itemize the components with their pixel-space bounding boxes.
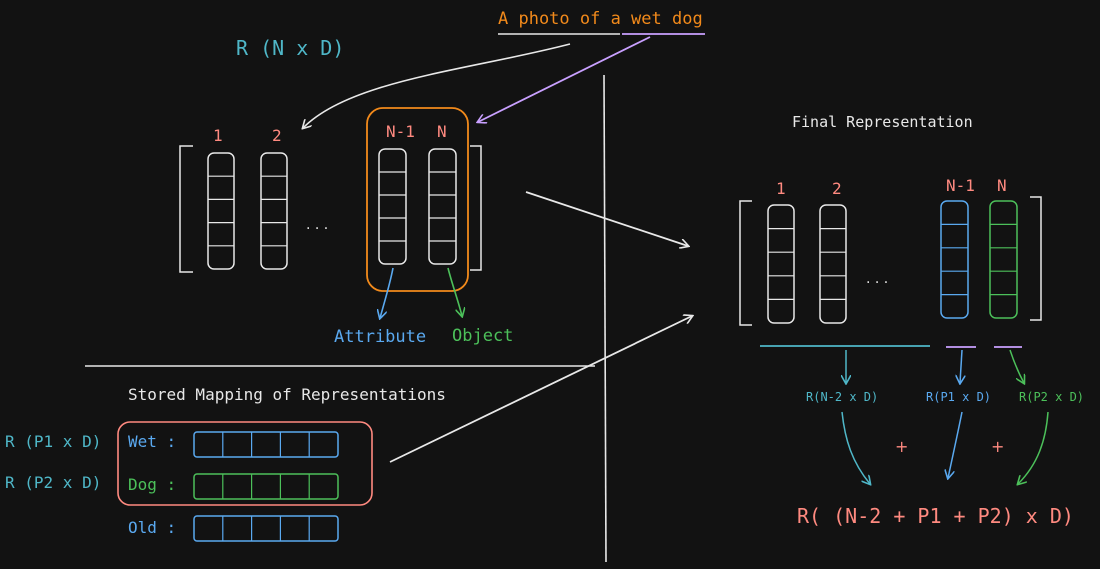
input-column-n-1 [378, 148, 407, 265]
part-label-2: R(P1 x D) [926, 390, 991, 404]
final-col-label-n: N [997, 176, 1007, 195]
final-col-label-n-1: N-1 [946, 176, 975, 195]
vertical-divider [603, 74, 607, 563]
final-column-1 [767, 204, 795, 324]
prompt-to-matrix-arrow [303, 43, 571, 128]
input-col-label-n-1: N-1 [386, 122, 415, 141]
part-label-1: R(N-2 x D) [806, 390, 878, 404]
arrow-part-1-to-formula [841, 411, 870, 484]
mapping-repr-p1: R (P1 x D) [5, 432, 101, 451]
final-column-n [989, 200, 1018, 319]
input-to-final-arrow [525, 191, 688, 246]
input-repr-label: R (N x D) [236, 36, 344, 60]
input-column-1 [207, 152, 235, 270]
purple-to-object-arrow [478, 36, 651, 122]
mapping-to-final-arrow [389, 316, 692, 463]
attribute-arrow [380, 267, 394, 318]
mapping-vector-wet [193, 431, 339, 458]
input-col-label-2: 2 [272, 126, 282, 145]
mapping-vector-old [193, 515, 339, 542]
part-label-3: R(P2 x D) [1019, 390, 1084, 404]
object-label: Object [452, 326, 513, 346]
input-column-2 [260, 152, 288, 270]
attribute-label: Attribute [334, 327, 426, 347]
input-matrix-right-bracket [470, 145, 482, 271]
input-col-label-n: N [437, 122, 447, 141]
mapping-highlight-box [117, 421, 373, 506]
mapping-vector-dog [193, 473, 339, 500]
final-title: Final Representation [792, 113, 973, 131]
mapping-title: Stored Mapping of Representations [128, 385, 446, 404]
mapping-word-wet: Wet : [128, 432, 176, 451]
final-column-n-1 [940, 200, 969, 319]
final-col-label-2: 2 [832, 179, 842, 198]
input-matrix: 1 2 N-1 N . . . [179, 107, 482, 292]
input-matrix-left-bracket [179, 145, 193, 273]
arrow-to-part-3 [1009, 349, 1024, 383]
formula: R( (N-2 + P1 + P2) x D) [797, 504, 1074, 528]
plus-sign-1: + [895, 437, 908, 456]
final-matrix-right-bracket [1030, 196, 1042, 321]
mapping-repr-p2: R (P2 x D) [5, 473, 101, 492]
final-matrix: 1 2 N-1 N . . . [739, 176, 1042, 326]
input-matrix-ellipsis: . . . [306, 217, 328, 233]
arrow-part-2-to-formula [948, 411, 963, 478]
prompt-text: A photo of a wet dog [498, 9, 703, 29]
plus-sign-2: + [991, 437, 1004, 456]
mapping-word-dog: Dog : [128, 475, 176, 494]
input-column-n [428, 148, 457, 265]
object-arrow [447, 267, 462, 316]
final-matrix-left-bracket [739, 200, 752, 326]
input-highlight-box [366, 107, 469, 292]
input-col-label-1: 1 [213, 126, 223, 145]
mapping-word-old: Old : [128, 518, 176, 537]
arrow-part-3-to-formula [1018, 411, 1049, 484]
arrow-to-part-2 [960, 349, 962, 383]
final-matrix-ellipsis: . . . [866, 271, 888, 287]
final-column-2 [819, 204, 847, 324]
final-col-label-1: 1 [776, 179, 786, 198]
